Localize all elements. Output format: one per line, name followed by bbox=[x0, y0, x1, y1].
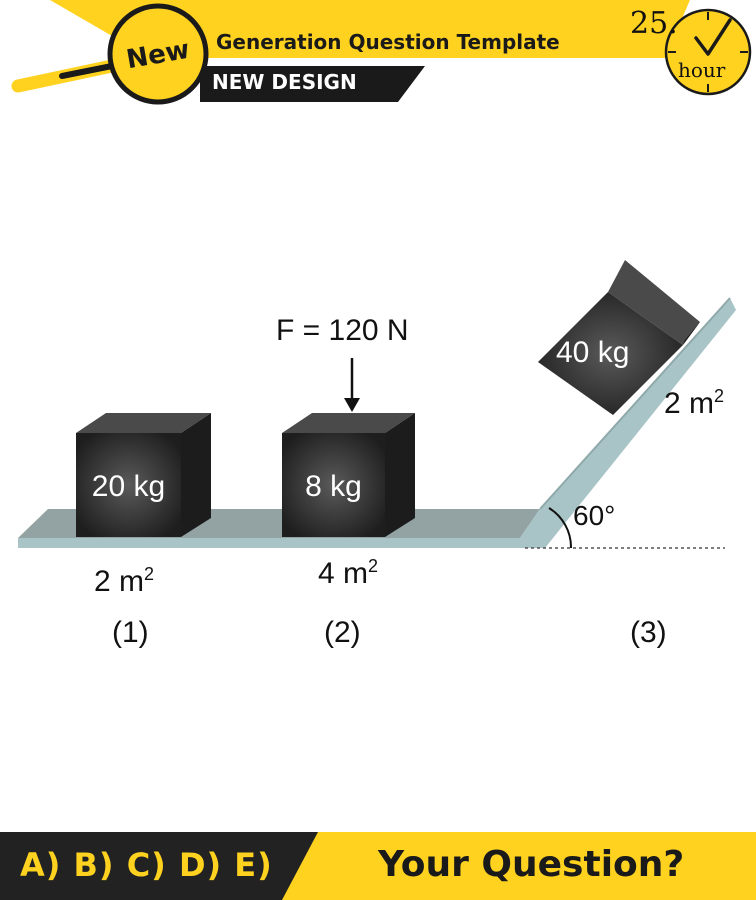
block-2-mass: 8 kg bbox=[305, 470, 362, 503]
block-1-mass: 20 kg bbox=[91, 470, 166, 503]
footer-question: Your Question? bbox=[378, 844, 685, 885]
angle-arc bbox=[548, 507, 573, 549]
block-1-cube bbox=[76, 413, 211, 537]
header-title: Generation Question Template bbox=[216, 30, 560, 54]
force-label: F = 120 N bbox=[276, 314, 409, 347]
block-2-area: 4 m2 bbox=[318, 556, 379, 590]
caption-2: (2) bbox=[324, 616, 361, 649]
header-subtitle: NEW DESIGN bbox=[212, 70, 357, 94]
clock-number: 25. bbox=[630, 6, 678, 41]
caption-1: (1) bbox=[112, 616, 149, 649]
angle-label: 60° bbox=[573, 500, 616, 531]
inclined-surface bbox=[520, 298, 736, 548]
footer-bar bbox=[0, 832, 756, 900]
block-3-cube bbox=[538, 260, 700, 415]
header-black-banner bbox=[200, 66, 425, 102]
block-3-mass: 40 kg bbox=[556, 336, 630, 369]
clock-unit: hour bbox=[678, 58, 726, 82]
header-yellow-banner bbox=[50, 0, 690, 58]
caption-3: (3) bbox=[630, 616, 667, 649]
new-badge-circle bbox=[107, 3, 209, 105]
block-3-area: 2 m2 bbox=[664, 386, 725, 420]
block-2-cube bbox=[282, 413, 415, 537]
horizontal-surface-front bbox=[18, 538, 520, 548]
footer-answer-options: A) B) C) D) E) bbox=[20, 846, 273, 884]
force-arrowhead bbox=[344, 398, 360, 412]
block-1-area: 2 m2 bbox=[94, 564, 155, 598]
checkmark-icon bbox=[694, 18, 732, 56]
